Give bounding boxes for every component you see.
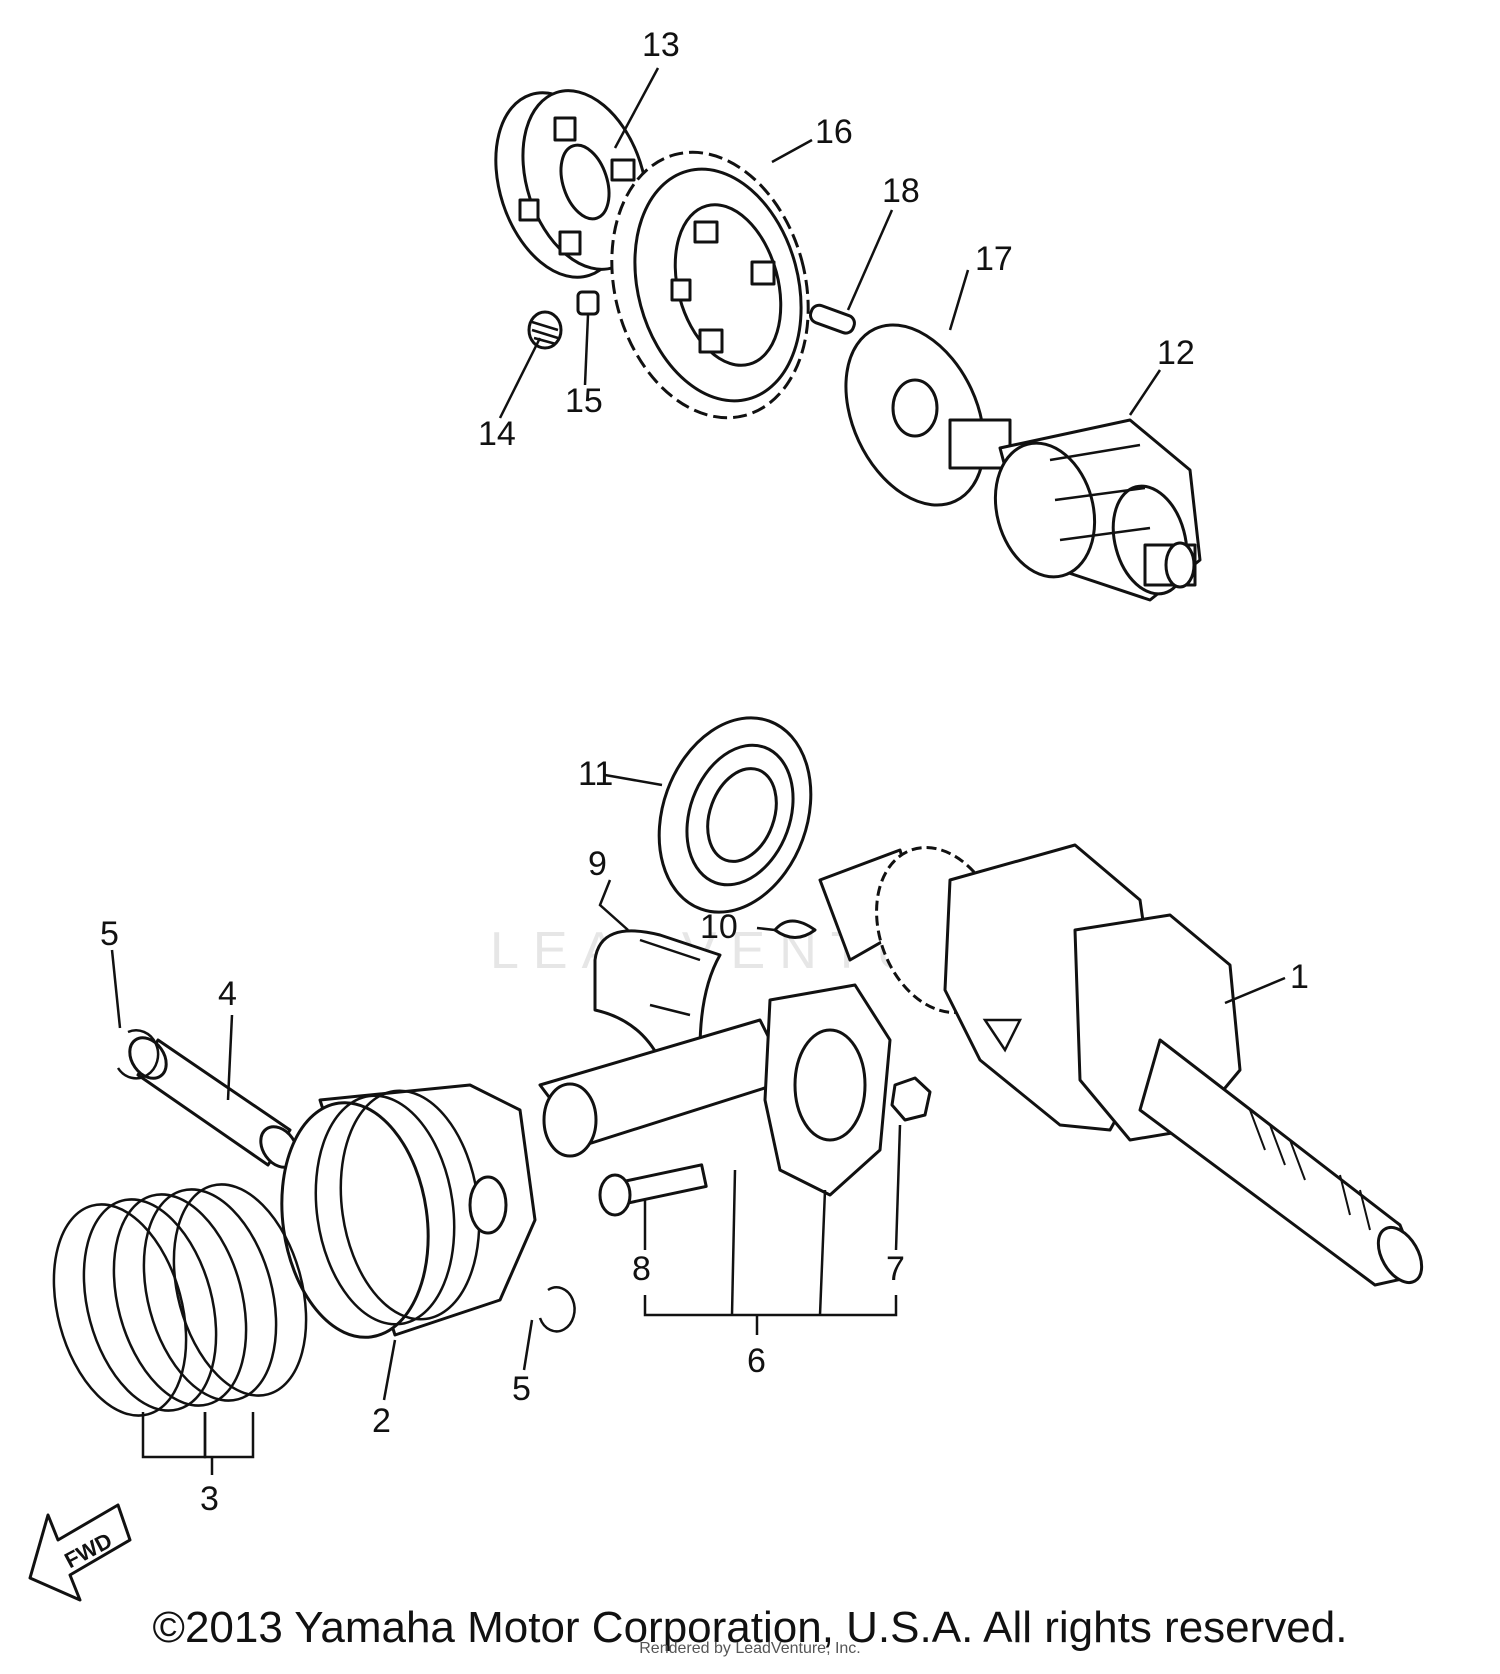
rendered-by-notice: Rendered by LeadVenture, Inc. xyxy=(639,1640,861,1657)
part-2-piston xyxy=(280,1083,537,1339)
callout-17: 17 xyxy=(975,240,1013,278)
part-5-circlip-a xyxy=(116,1029,160,1080)
callout-5-bottom: 5 xyxy=(512,1370,531,1408)
part-6-connecting-rod xyxy=(538,983,892,1197)
callout-5-top: 5 xyxy=(100,915,119,953)
copyright-notice: ©2013 Yamaha Motor Corporation, U.S.A. A… xyxy=(152,1603,1348,1652)
part-15-pin xyxy=(576,290,600,316)
part-5-circlip-b xyxy=(538,1286,576,1333)
fwd-arrow-icon: FWD xyxy=(28,1503,132,1602)
part-16-gear xyxy=(610,150,810,420)
callout-1: 1 xyxy=(1290,958,1309,996)
part-8-nut xyxy=(890,1076,932,1122)
callout-6: 6 xyxy=(747,1342,766,1380)
part-17-washer xyxy=(844,323,986,507)
callout-11: 11 xyxy=(578,755,613,793)
part-13-hub xyxy=(494,89,649,279)
part-10-key xyxy=(773,919,817,939)
callout-numbers: 13 16 18 17 12 15 14 11 9 10 1 5 4 8 7 6… xyxy=(100,26,1309,1518)
callout-18: 18 xyxy=(882,172,920,210)
callout-3: 3 xyxy=(200,1480,219,1518)
part-12-balancer-shaft xyxy=(948,418,1202,602)
part-1-crankshaft xyxy=(818,843,1424,1287)
callout-9: 9 xyxy=(588,845,607,883)
part-11-oil-seal xyxy=(657,716,813,914)
callout-13: 13 xyxy=(642,26,680,64)
callout-14: 14 xyxy=(478,415,516,453)
callout-12: 12 xyxy=(1157,334,1195,372)
part-14-spring xyxy=(527,310,563,350)
part-4-piston-pin xyxy=(128,1036,299,1169)
leader-lines xyxy=(110,67,1286,1475)
callout-2: 2 xyxy=(372,1402,391,1440)
callout-7: 8 xyxy=(632,1250,651,1288)
callout-16: 16 xyxy=(815,113,853,151)
part-7-bolt xyxy=(598,1163,708,1217)
part-9-bearing xyxy=(593,929,722,1062)
callout-4: 4 xyxy=(218,975,237,1013)
callout-8: 7 xyxy=(886,1250,905,1288)
callout-10: 10 xyxy=(700,908,738,946)
part-18-dowel xyxy=(809,303,856,335)
part-3-piston-rings xyxy=(52,1183,308,1417)
callout-15: 15 xyxy=(565,382,603,420)
